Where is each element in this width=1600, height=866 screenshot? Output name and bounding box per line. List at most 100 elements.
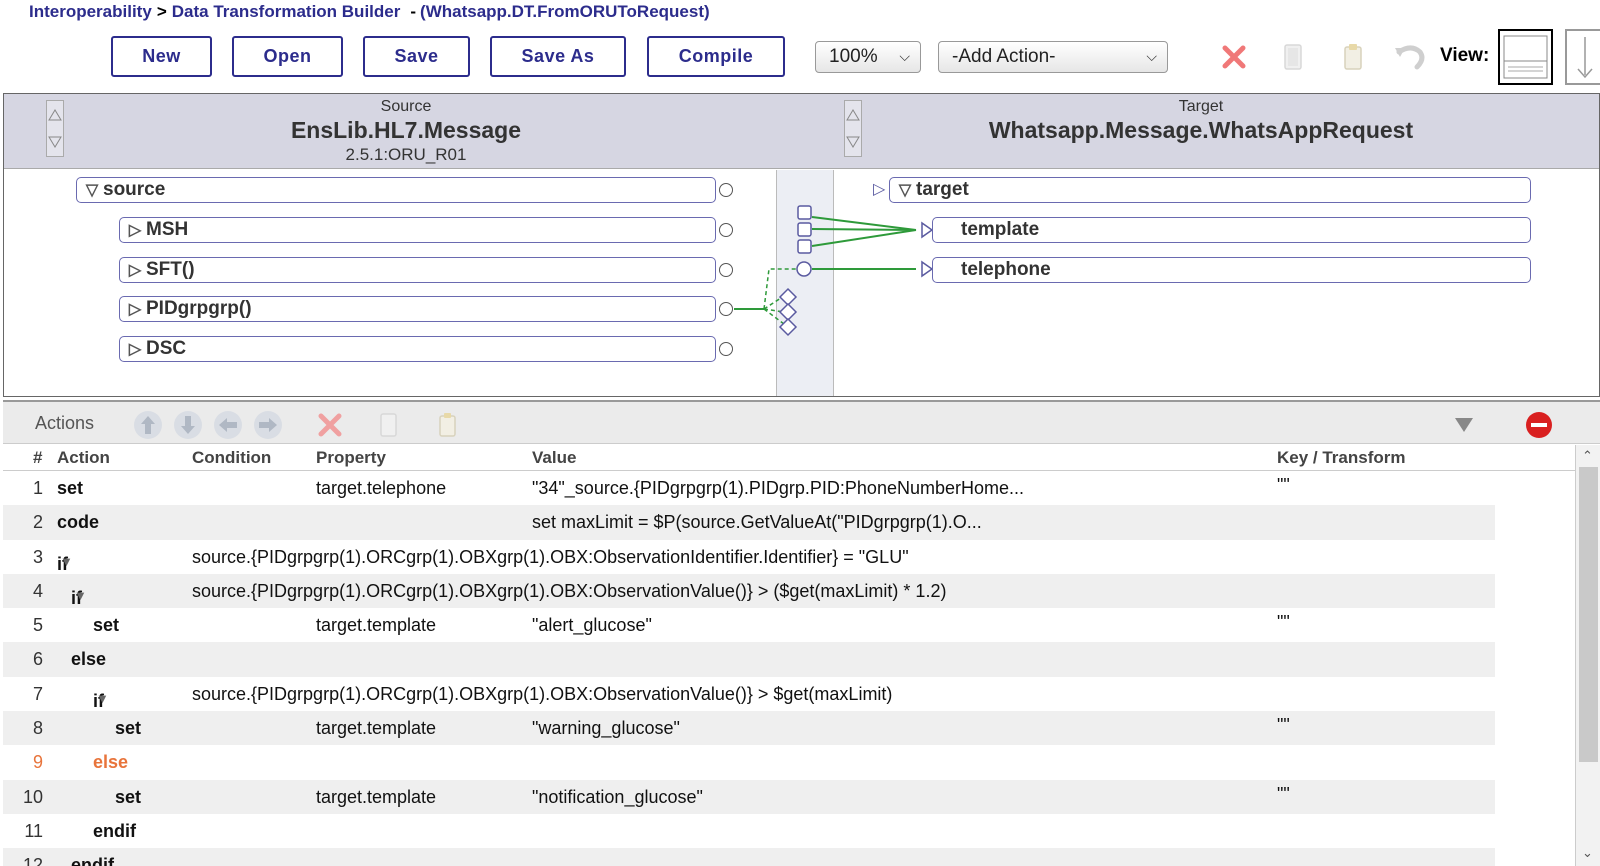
undo-icon[interactable] [1393, 40, 1427, 74]
paste-icon[interactable] [1336, 40, 1370, 74]
breadcrumb-interoperability-link[interactable]: Interoperability [29, 2, 152, 21]
source-label: Source [380, 98, 432, 115]
add-action-select[interactable]: -Add Action- ⌵ [938, 41, 1168, 73]
link-handle[interactable] [797, 222, 812, 237]
scroll-down-icon[interactable]: ⌄ [1582, 845, 1593, 860]
source-node-root[interactable]: ▽source [76, 177, 716, 203]
row-condition: source.{PIDgrpgrp(1).ORCgrp(1).OBXgrp(1)… [192, 580, 947, 601]
node-label: DSC [146, 338, 187, 359]
view-split-toggle[interactable] [1565, 29, 1600, 85]
delete-x-icon[interactable] [1217, 40, 1251, 74]
table-row[interactable]: 5 set target.template "alert_glucose" "" [3, 608, 1495, 642]
collapse-caret-icon[interactable]: ▼ [96, 690, 109, 706]
grid-scrollbar[interactable]: ⌃ ⌄ [1575, 445, 1600, 866]
table-row[interactable]: 2 code set maxLimit = $P(source.GetValue… [3, 505, 1495, 540]
source-node-sft[interactable]: ▷SFT() [119, 257, 716, 283]
node-label: target [916, 179, 969, 200]
actions-grid: 1 set target.telephone "34"_source.{PIDg… [3, 471, 1575, 866]
table-row[interactable]: 8 set target.template "warning_glucose" … [3, 711, 1495, 746]
row-property: target.template [316, 615, 437, 636]
target-node-template[interactable]: template [932, 217, 1531, 243]
triangle-right-icon[interactable]: ▷ [128, 341, 142, 358]
view-layout-toggle[interactable] [1498, 29, 1553, 85]
triangle-right-icon[interactable]: ▷ [128, 222, 142, 239]
table-row[interactable]: 4 if▼ source.{PIDgrpgrp(1).ORCgrp(1).OBX… [3, 573, 1495, 609]
arrow-left-icon[interactable] [212, 409, 244, 441]
view-label: View: [1440, 45, 1490, 66]
open-button[interactable]: Open [232, 36, 343, 77]
filter-icon[interactable] [1448, 409, 1480, 441]
col-action[interactable]: Action [57, 448, 110, 467]
col-num[interactable]: # [33, 448, 43, 467]
collapse-caret-icon[interactable]: ▼ [60, 553, 73, 569]
triangle-right-icon[interactable]: ▷ [873, 181, 886, 198]
table-row[interactable]: 6 else [3, 642, 1495, 677]
source-port[interactable] [719, 263, 733, 277]
target-class: Whatsapp.Message.WhatsAppRequest [988, 117, 1414, 143]
source-port[interactable] [719, 223, 733, 237]
grid-header: # Action Condition Property Value Key / … [3, 445, 1575, 471]
source-port[interactable] [719, 302, 733, 316]
table-row[interactable]: 10 set target.template "notification_glu… [3, 779, 1495, 814]
scrollbar-thumb[interactable] [1579, 467, 1598, 762]
row-number: 3 [32, 546, 43, 567]
col-condition[interactable]: Condition [192, 448, 272, 467]
row-number: 8 [32, 718, 43, 739]
link-handle[interactable] [796, 261, 812, 277]
new-button[interactable]: New [111, 36, 212, 77]
delete-x-icon[interactable] [314, 409, 346, 441]
mapping-panel: Source EnsLib.HL7.Message 2.5.1:ORU_R01 … [3, 93, 1600, 397]
actions-label: Actions [35, 413, 95, 433]
arrow-right-icon[interactable] [252, 409, 284, 441]
source-node-pidgrpgrp[interactable]: ▷PIDgrpgrp() [119, 296, 716, 322]
source-node-msh[interactable]: ▷MSH [119, 217, 716, 243]
arrow-up-icon[interactable] [132, 409, 164, 441]
triangle-down-icon[interactable]: ▽ [85, 182, 99, 199]
zoom-select[interactable]: 100% ⌵ [815, 41, 921, 73]
target-node-telephone[interactable]: telephone [932, 257, 1531, 283]
table-row[interactable]: 3 if▼ source.{PIDgrpgrp(1).ORCgrp(1).OBX… [3, 540, 1495, 574]
target-scroll-buttons[interactable] [844, 100, 862, 157]
save-as-button[interactable]: Save As [490, 36, 626, 77]
table-row[interactable]: 7 if▼ source.{PIDgrpgrp(1).ORCgrp(1).OBX… [3, 677, 1495, 711]
col-property[interactable]: Property [316, 448, 386, 467]
row-number: 1 [32, 478, 43, 498]
table-row[interactable]: 11 endif [3, 814, 1495, 848]
row-action: set [57, 478, 84, 498]
source-port[interactable] [719, 183, 733, 197]
table-row[interactable]: 9 else [3, 745, 1495, 779]
collapse-caret-icon[interactable]: ▼ [74, 587, 87, 603]
scroll-up-icon[interactable]: ⌃ [1582, 448, 1593, 463]
row-action: if [93, 690, 104, 711]
source-port[interactable] [719, 342, 733, 356]
add-action-value: -Add Action- [952, 46, 1056, 67]
table-row[interactable]: 1 set target.telephone "34"_source.{PIDg… [3, 471, 1495, 505]
no-entry-icon[interactable] [1523, 409, 1555, 441]
copy-icon[interactable] [1276, 40, 1310, 74]
row-key: "" [1277, 715, 1290, 736]
compile-button[interactable]: Compile [647, 36, 785, 77]
chevron-down-icon: ⌵ [1146, 48, 1157, 64]
source-doctype: 2.5.1:ORU_R01 [345, 145, 467, 164]
table-row[interactable]: 12 endif [3, 848, 1495, 866]
row-action: code [57, 512, 100, 533]
actions-toolbar: Actions [3, 400, 1600, 444]
row-value: "alert_glucose" [532, 615, 652, 636]
triangle-right-icon[interactable]: ▷ [128, 301, 142, 318]
paste-icon[interactable] [432, 409, 464, 441]
copy-icon[interactable] [373, 409, 405, 441]
arrow-down-icon[interactable] [172, 409, 204, 441]
source-scroll-buttons[interactable] [46, 100, 64, 157]
link-handle[interactable] [797, 205, 812, 220]
row-value: "warning_glucose" [532, 718, 680, 739]
row-number: 4 [32, 580, 43, 601]
col-key-transform[interactable]: Key / Transform [1277, 448, 1406, 467]
target-node-root[interactable]: ▽target [889, 177, 1531, 203]
source-node-dsc[interactable]: ▷DSC [119, 336, 716, 362]
triangle-down-icon[interactable]: ▽ [898, 182, 912, 199]
link-handle[interactable] [797, 239, 812, 254]
node-label: telephone [961, 259, 1051, 280]
save-button[interactable]: Save [363, 36, 470, 77]
triangle-right-icon[interactable]: ▷ [128, 262, 142, 279]
col-value[interactable]: Value [532, 448, 577, 467]
